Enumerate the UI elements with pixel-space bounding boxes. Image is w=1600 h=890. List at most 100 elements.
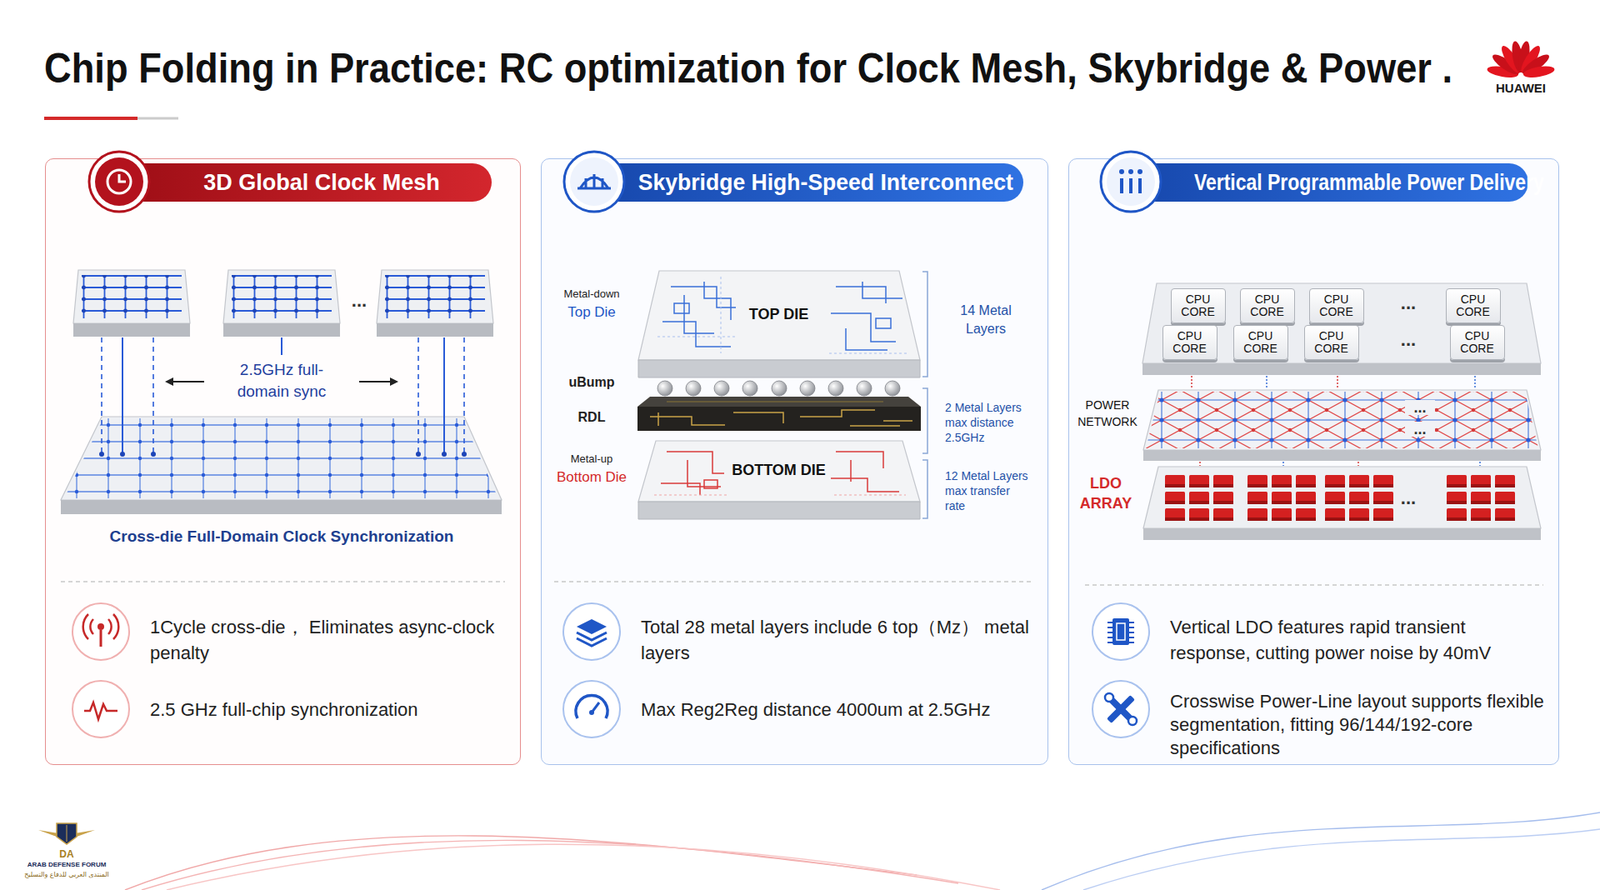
- watermark-text: DA: [33, 848, 100, 860]
- die-shape: [637, 270, 921, 379]
- power-figure: [1446, 475, 1515, 521]
- power-icon: [1106, 157, 1155, 206]
- watermark-text: المنتدى العربي للدفاع والتسليح: [16, 870, 117, 880]
- layer-note: 14 Metal Layers: [944, 301, 1028, 339]
- power-bullet-icons: [1105, 693, 1114, 702]
- watermark-emblem: [56, 823, 77, 845]
- watermark-text: ARAB DEFENSE FORUM: [16, 860, 117, 870]
- skybridge-bullet-icons: [576, 632, 607, 646]
- header-pill: [600, 163, 1024, 202]
- power-icon: [1100, 151, 1161, 212]
- die-slab: [638, 360, 920, 378]
- clock-mesh-figure: [417, 337, 420, 455]
- slide-title: Chip Folding in Practice: RC optimizatio…: [44, 41, 1461, 97]
- power-bullet-icons: [1107, 622, 1135, 643]
- skybridge-figure: [922, 460, 928, 519]
- figure-caption: Cross-die Full-Domain Clock Synchronizat…: [61, 526, 502, 547]
- die-shape: [637, 440, 921, 520]
- cpu-core: CPU CORE: [1162, 325, 1218, 360]
- cpu-core: CPU CORE: [1170, 288, 1226, 324]
- ellipsis: ...: [1405, 421, 1435, 437]
- power-bullet-icons: [1092, 603, 1150, 660]
- cpu-core: CPU CORE: [1445, 288, 1501, 324]
- skybridge-figure: [922, 388, 928, 454]
- clock-mesh-figure: [376, 270, 494, 337]
- panel-heading: Vertical Programmable Power Delivery: [1163, 163, 1522, 202]
- ellipsis: ...: [1390, 291, 1427, 315]
- skybridge-figure: [742, 380, 758, 396]
- power-panel: Vertical Programmable Power DeliveryCPU …: [1068, 158, 1560, 765]
- bottom-waves: [141, 840, 959, 890]
- heading-text: 3D Global Clock Mesh: [203, 163, 440, 202]
- panel-ground: [540, 158, 1049, 765]
- power-figure: [1142, 283, 1541, 364]
- skybridge-figure: [922, 271, 928, 377]
- power-figure: [1479, 461, 1481, 466]
- bridge-icon: [564, 151, 625, 212]
- skybridge-bullet-icons: [563, 603, 620, 660]
- cpu-core: CPU CORE: [1233, 325, 1289, 360]
- bridge-icon: [570, 157, 619, 206]
- header-pill: [125, 163, 492, 202]
- skybridge-figure: [657, 380, 673, 396]
- power-figure: [1190, 375, 1193, 390]
- skybridge-figure: [922, 271, 928, 519]
- core-label: CPU CORE: [1308, 330, 1355, 355]
- skybridge-figure: [714, 380, 730, 396]
- skybridge-figure: [666, 400, 884, 402]
- die-label: BOTTOM DIE: [731, 461, 826, 480]
- clock-mesh-figure: [390, 377, 399, 386]
- power-figure: [1199, 461, 1201, 466]
- panel-ground: [45, 158, 521, 765]
- die-slab: [637, 270, 921, 379]
- huawei-logo: [1522, 64, 1556, 80]
- clock-mesh-figure: [60, 500, 502, 515]
- side-label: Metal-down: [545, 287, 638, 301]
- clock-mesh-figure: [359, 380, 392, 383]
- clock-mesh-figure: [60, 270, 505, 582]
- bullet-text: Total 28 metal layers include 6 top（Mz） …: [640, 614, 1033, 666]
- ellipsis: ...: [1405, 400, 1435, 415]
- bottom-waves: [1041, 812, 1600, 890]
- clock-mesh-figure: [100, 337, 103, 455]
- skybridge-figure: [771, 380, 787, 396]
- power-figure: [1142, 363, 1541, 375]
- power-figure: [1325, 475, 1394, 521]
- clock-mesh-figure: [60, 416, 502, 500]
- die-slab: [654, 494, 906, 495]
- clock-mesh-figure: [443, 337, 445, 455]
- clock-icon: [95, 157, 144, 206]
- clock-mesh-figure: [121, 337, 124, 455]
- layer-name: POWER NETWORK: [1074, 396, 1141, 430]
- side-label: Metal-up: [545, 452, 638, 466]
- cpu-core: CPU CORE: [1309, 288, 1365, 324]
- clock-mesh-figure: [463, 337, 465, 455]
- bottom-die: BOTTOM DIE: [637, 440, 921, 520]
- bridge-icon: [577, 174, 611, 189]
- bullet-text: 1Cycle cross-die， Eliminates async-clock…: [150, 614, 505, 666]
- die-slab: [660, 451, 900, 495]
- power-icon: [1119, 169, 1125, 175]
- ellipsis: ...: [341, 289, 377, 313]
- heading-text: Skybridge High-Speed Interconnect: [638, 163, 1014, 202]
- core-label: CPU CORE: [1454, 330, 1501, 355]
- clock-bullet-icons: [83, 614, 120, 640]
- panel-ground: [45, 158, 1560, 765]
- power-figure: [1143, 390, 1541, 450]
- watermark-emblem: [66, 825, 68, 842]
- die-slab: [704, 480, 718, 489]
- die-slab: [638, 440, 920, 502]
- panel-ground: [1068, 158, 1560, 765]
- clock-mesh-figure: [60, 580, 505, 582]
- skybridge-figure: [650, 410, 913, 426]
- skybridge-figure: [885, 380, 900, 396]
- clock-mesh-figure: [101, 337, 465, 455]
- skybridge-figure: [856, 380, 872, 396]
- clock-mesh-figure: [415, 451, 421, 457]
- die-label: TOP DIE: [749, 305, 809, 324]
- power-bullet-icons: [1112, 618, 1130, 645]
- side-label: uBump: [545, 374, 638, 391]
- clock-bullet-icons: [100, 630, 103, 647]
- skybridge-bullet-icons: [575, 695, 608, 719]
- ellipsis: ...: [1391, 486, 1425, 510]
